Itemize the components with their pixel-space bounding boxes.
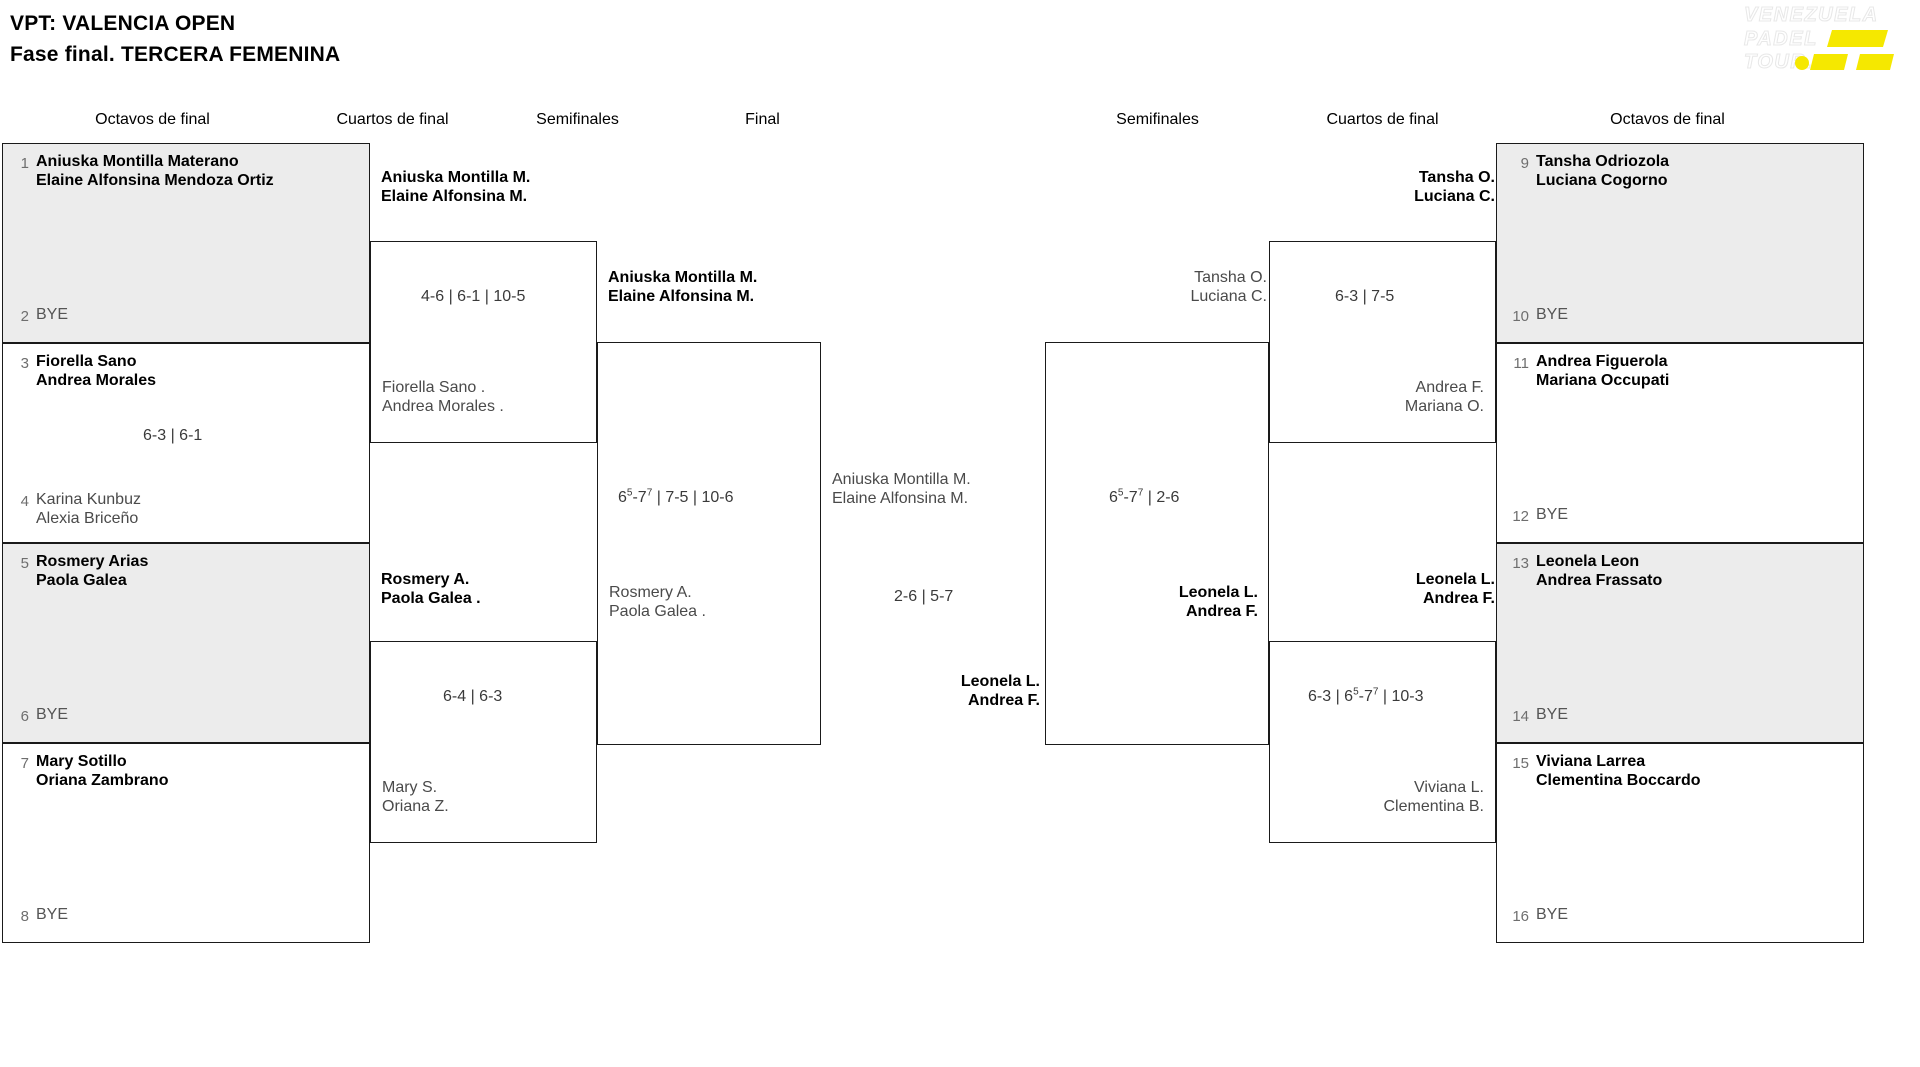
qf-right-1-winner: Tansha O. Luciana C. <box>1414 169 1495 205</box>
team-names: Rosmery Arias Paola Galea <box>36 553 149 589</box>
seed-number: 8 <box>20 908 29 925</box>
team-names: BYE <box>1536 506 1569 523</box>
logo-accent-shapes <box>1795 30 1894 70</box>
match-box-right-r16-1[interactable]: 9 Tansha Odriozola Luciana Cogorno 10 BY… <box>1496 143 1864 343</box>
match-box-right-r16-4[interactable]: 15 Viviana Larrea Clementina Boccardo 16… <box>1496 743 1864 943</box>
team-names: Aniuska Montilla Materano Elaine Alfonsi… <box>36 153 274 189</box>
seed-number: 11 <box>1513 355 1529 372</box>
team-names: BYE <box>1536 306 1569 323</box>
team-slot[interactable]: 9 Tansha Odriozola Luciana Cogorno <box>1497 152 1857 190</box>
seed-number: 1 <box>20 155 29 172</box>
round-header-right-sf: Semifinales <box>1116 111 1199 128</box>
qf-left-1-winner: Aniuska Montilla M. Elaine Alfonsina M. <box>381 169 531 205</box>
team-names: BYE <box>36 706 69 723</box>
match-box-left-r16-1[interactable]: 1 Aniuska Montilla Materano Elaine Alfon… <box>2 143 370 343</box>
team-names: Viviana Larrea Clementina Boccardo <box>1536 753 1701 789</box>
seed-number: 14 <box>1512 708 1529 725</box>
match-score: 65-77 | 7-5 | 10-6 <box>618 487 734 506</box>
match-box-left-r16-2[interactable]: 3 Fiorella Sano Andrea Morales 6-3 | 6-1… <box>2 343 370 543</box>
match-score: 65-77 | 2-6 <box>1109 487 1180 506</box>
page-title: VPT: VALENCIA OPEN Fase final. TERCERA F… <box>10 8 340 70</box>
qf-left-1-loser: Fiorella Sano . Andrea Morales . <box>382 379 504 415</box>
team-names: BYE <box>1536 706 1569 723</box>
team-slot[interactable]: 8 BYE <box>3 905 363 926</box>
match-box-right-r16-2[interactable]: 11 Andrea Figuerola Mariana Occupati 12 … <box>1496 343 1864 543</box>
match-score: 6-3 | 7-5 <box>1335 288 1395 305</box>
seed-number: 13 <box>1512 555 1529 572</box>
team-slot[interactable]: 14 BYE <box>1497 705 1857 726</box>
final-left-team: Aniuska Montilla M. Elaine Alfonsina M. <box>832 471 971 507</box>
team-names: Leonela Leon Andrea Frassato <box>1536 553 1663 589</box>
round-header-left-sf: Semifinales <box>536 111 619 128</box>
team-names: BYE <box>1536 906 1569 923</box>
qf-right-1-loser: Andrea F. Mariana O. <box>1404 379 1484 415</box>
match-box-left-qf-1[interactable]: 4-6 | 6-1 | 10-5 Fiorella Sano . Andrea … <box>370 241 597 443</box>
team-names: BYE <box>36 906 69 923</box>
round-header-left-qf: Cuartos de final <box>336 111 449 128</box>
seed-number: 7 <box>20 755 29 772</box>
team-names: Karina Kunbuz Alexia Briceño <box>36 491 141 527</box>
team-names: Mary Sotillo Oriana Zambrano <box>36 753 169 789</box>
round-header-right-r16: Octavos de final <box>1610 111 1725 128</box>
team-names: Fiorella Sano Andrea Morales <box>36 353 157 389</box>
tournament-phase: Fase final. TERCERA FEMENINA <box>10 43 341 66</box>
sf-left-loser: Rosmery A. Paola Galea . <box>609 584 706 620</box>
match-box-left-r16-3[interactable]: 5 Rosmery Arias Paola Galea 6 BYE <box>2 543 370 743</box>
sf-left-winner: Aniuska Montilla M. Elaine Alfonsina M. <box>608 269 758 305</box>
match-box-right-qf-2[interactable]: 6-3 | 65-77 | 10-3 Viviana L. Clementina… <box>1269 641 1496 843</box>
team-slot[interactable]: 11 Andrea Figuerola Mariana Occupati <box>1497 352 1857 390</box>
seed-number: 3 <box>20 355 29 372</box>
round-header-final: Final <box>745 111 780 128</box>
sf-right-loser: Tansha O. Luciana C. <box>1190 269 1268 305</box>
seed-number: 2 <box>20 308 29 325</box>
team-names: Tansha Odriozola Luciana Cogorno <box>1536 153 1670 189</box>
qf-right-2-winner: Leonela L. Andrea F. <box>1415 571 1495 607</box>
team-slot[interactable]: 12 BYE <box>1497 505 1857 526</box>
team-slot[interactable]: 3 Fiorella Sano Andrea Morales <box>3 352 363 390</box>
final-right-team: Leonela L. Andrea F. <box>960 673 1040 709</box>
team-slot[interactable]: 5 Rosmery Arias Paola Galea <box>3 552 363 590</box>
seed-number: 6 <box>20 708 29 725</box>
match-box-right-qf-1[interactable]: 6-3 | 7-5 Andrea F. Mariana O. <box>1269 241 1496 443</box>
team-slot[interactable]: 10 BYE <box>1497 305 1857 326</box>
match-box-left-r16-4[interactable]: 7 Mary Sotillo Oriana Zambrano 8 BYE <box>2 743 370 943</box>
match-score: 6-3 | 6-1 <box>143 427 203 444</box>
team-slot[interactable]: 16 BYE <box>1497 905 1857 926</box>
round-header-left-r16: Octavos de final <box>95 111 210 128</box>
seed-number: 12 <box>1512 508 1529 525</box>
match-score: 6-4 | 6-3 <box>443 688 503 705</box>
tournament-name: VPT: VALENCIA OPEN <box>10 12 236 35</box>
match-score: 4-6 | 6-1 | 10-5 <box>421 288 526 305</box>
qf-left-2-winner: Rosmery A. Paola Galea . <box>381 571 481 607</box>
team-slot[interactable]: 13 Leonela Leon Andrea Frassato <box>1497 552 1857 590</box>
match-score: 6-3 | 65-77 | 10-3 <box>1308 686 1424 705</box>
team-slot[interactable]: 7 Mary Sotillo Oriana Zambrano <box>3 752 363 790</box>
logo-text-padel: PADEL <box>1744 28 1818 50</box>
team-slot[interactable]: 6 BYE <box>3 705 363 726</box>
qf-left-2-loser: Mary S. Oriana Z. <box>382 779 449 815</box>
sf-right-winner: Leonela L. Andrea F. <box>1178 584 1258 620</box>
team-slot[interactable]: 1 Aniuska Montilla Materano Elaine Alfon… <box>3 152 363 190</box>
round-header-right-qf: Cuartos de final <box>1326 111 1439 128</box>
seed-number: 10 <box>1512 308 1529 325</box>
team-names: BYE <box>36 306 69 323</box>
seed-number: 15 <box>1512 755 1529 772</box>
seed-number: 4 <box>20 493 29 510</box>
team-slot[interactable]: 15 Viviana Larrea Clementina Boccardo <box>1497 752 1857 790</box>
logo-text-tour: TOUR. <box>1744 51 1813 72</box>
match-box-left-sf[interactable]: 65-77 | 7-5 | 10-6 Rosmery A. Paola Gale… <box>597 342 821 745</box>
match-box-left-qf-2[interactable]: 6-4 | 6-3 Mary S. Oriana Z. <box>370 641 597 843</box>
team-names: Andrea Figuerola Mariana Occupati <box>1536 353 1670 389</box>
seed-number: 16 <box>1512 908 1529 925</box>
logo-text-venezuela: VENEZUELA <box>1744 4 1879 26</box>
team-slot[interactable]: 4 Karina Kunbuz Alexia Briceño <box>3 490 363 528</box>
seed-number: 9 <box>1520 155 1529 172</box>
final-score: 2-6 | 5-7 <box>894 588 954 605</box>
qf-right-2-loser: Viviana L. Clementina B. <box>1383 779 1485 815</box>
venezuela-padel-tour-logo: VENEZUELA PADEL TOUR. <box>1736 2 1912 72</box>
match-box-right-sf[interactable]: 65-77 | 2-6 Leonela L. Andrea F. <box>1045 342 1269 745</box>
seed-number: 5 <box>20 555 29 572</box>
match-box-right-r16-3[interactable]: 13 Leonela Leon Andrea Frassato 14 BYE <box>1496 543 1864 743</box>
team-slot[interactable]: 2 BYE <box>3 305 363 326</box>
